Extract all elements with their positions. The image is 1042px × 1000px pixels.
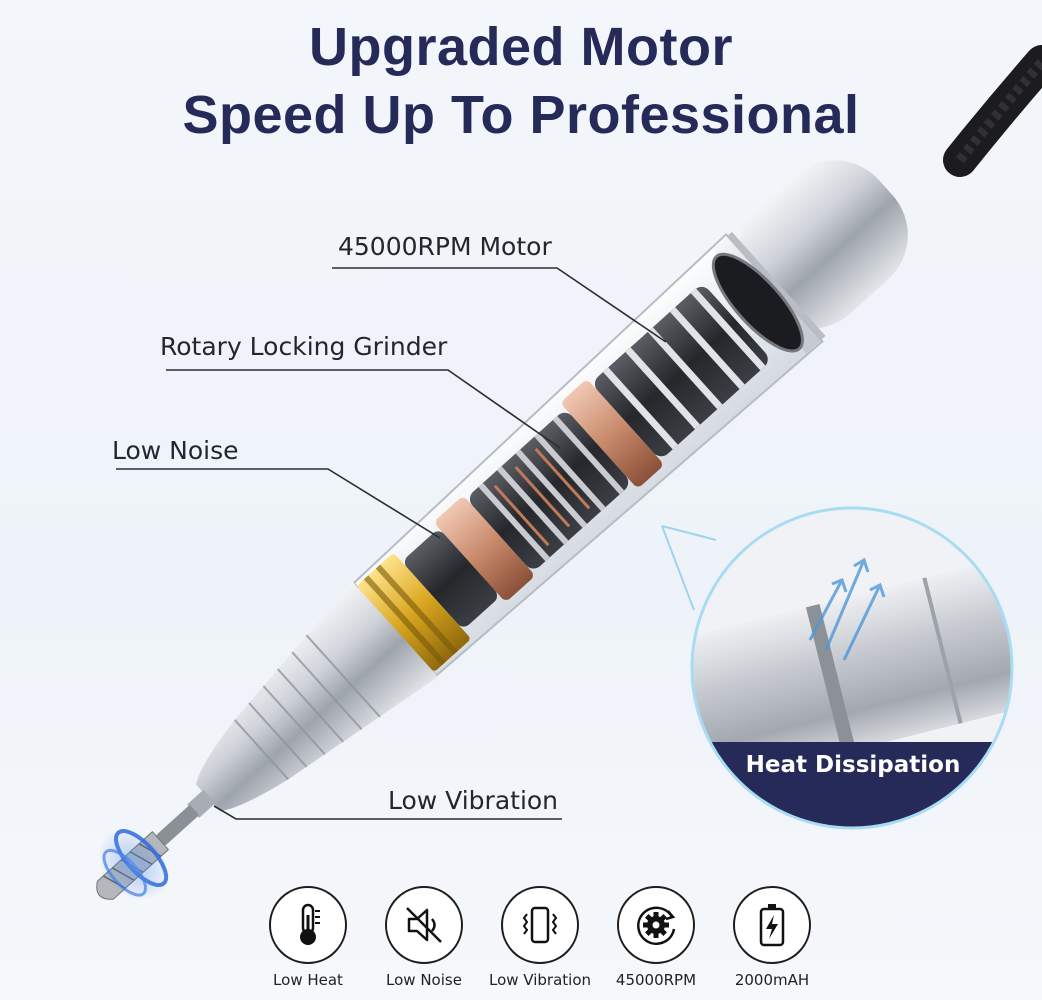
- battery-charging-icon: [759, 904, 785, 947]
- heat-dissipation-label: Heat Dissipation: [745, 752, 961, 778]
- feature-2000mah: 2000mAH: [710, 886, 834, 989]
- airflow-arrows-icon: [808, 557, 886, 661]
- feature-45000rpm: 45000RPM: [594, 886, 718, 989]
- front-grip: [195, 581, 439, 812]
- thermometer-icon: [300, 903, 320, 945]
- feature-low-noise: Low Noise: [362, 886, 486, 989]
- drill-bit: [156, 805, 199, 846]
- callout-lines: [116, 267, 667, 820]
- feature-low-heat: Low Heat: [246, 886, 370, 989]
- low-noise-gear: [358, 554, 470, 671]
- headline-line-1: Upgraded Motor: [309, 17, 733, 77]
- feature-label: 45000RPM: [615, 971, 697, 989]
- phone-vibration-icon: [522, 906, 558, 944]
- speaker-muted-icon: [406, 907, 442, 943]
- callout-noise: Low Noise: [112, 436, 239, 465]
- feature-label: Low Heat: [273, 971, 343, 989]
- feature-label: Low Noise: [386, 971, 462, 989]
- motor-45000rpm: [562, 286, 768, 487]
- feature-low-vibration: Low Vibration: [478, 886, 602, 989]
- heat-dissipation-inset: [690, 506, 1014, 830]
- feature-label: Low Vibration: [488, 971, 592, 989]
- feature-label: 2000mAH: [734, 971, 810, 989]
- power-cable: [943, 45, 1042, 177]
- rotary-locking-grinder: [435, 412, 629, 600]
- callout-vibration: Low Vibration: [388, 786, 559, 815]
- gear-rotation-icon: [637, 906, 676, 946]
- headline-line-2: Speed Up To Professional: [182, 85, 860, 145]
- callout-motor: 45000RPM Motor: [338, 232, 552, 261]
- callout-grinder: Rotary Locking Grinder: [160, 332, 448, 361]
- nail-drill-handpiece: [96, 160, 908, 901]
